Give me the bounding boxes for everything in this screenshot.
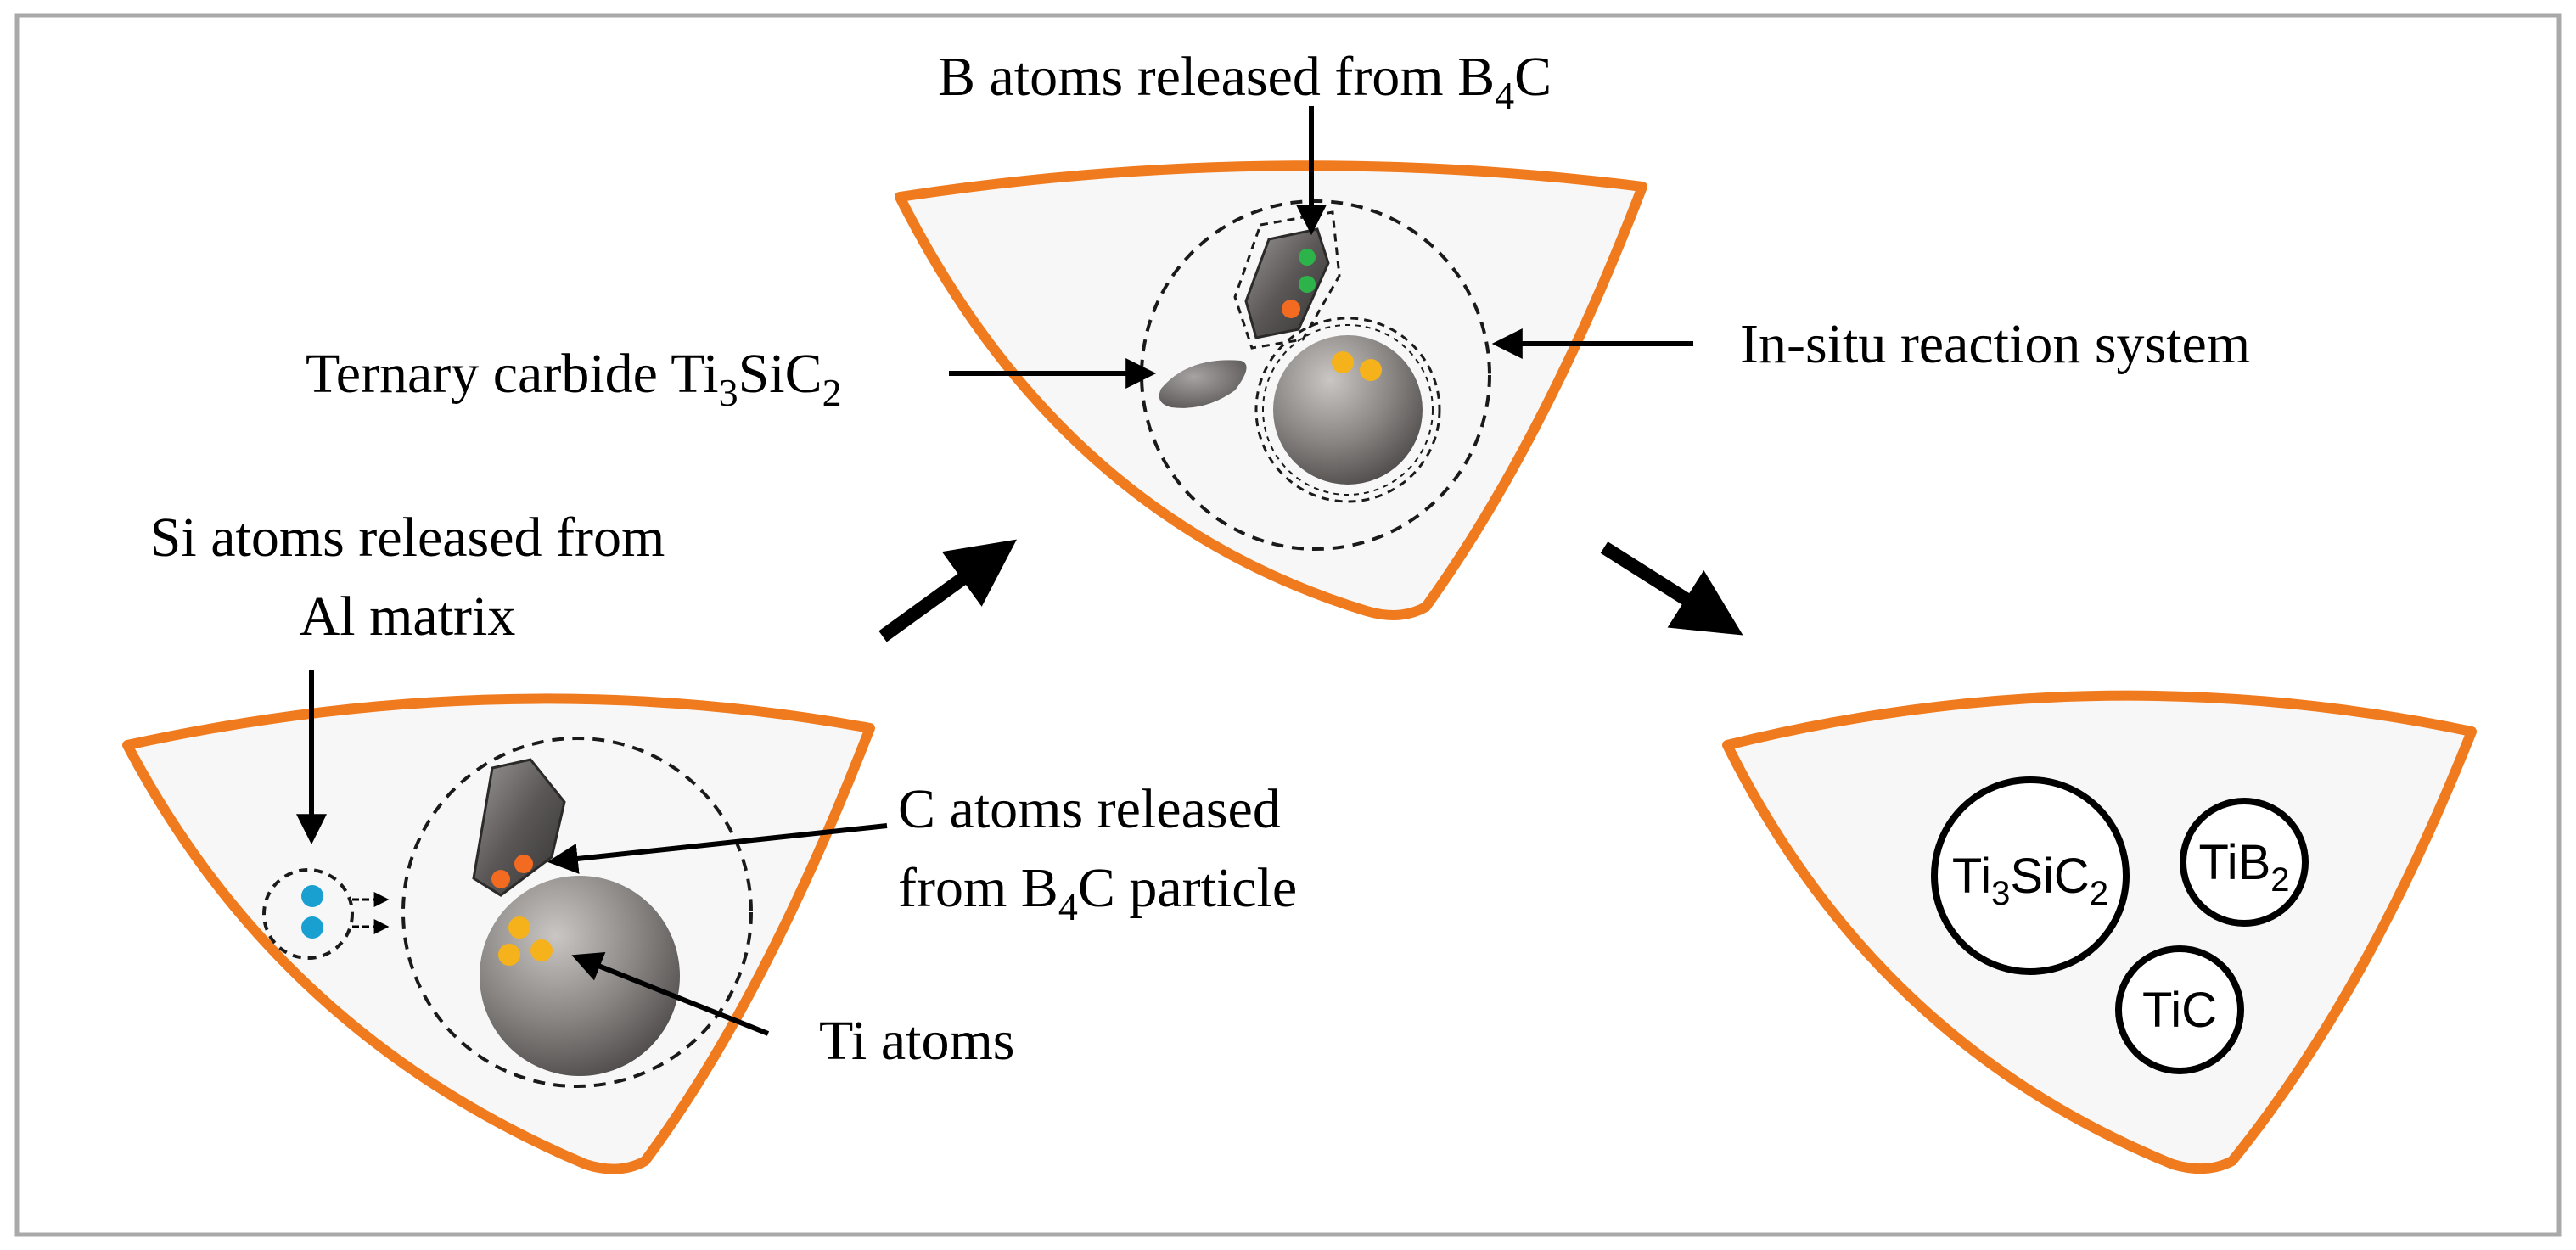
insitu-label: In-situ reaction system [1740,313,2250,375]
si-atoms-label-line2: Al matrix [300,586,516,647]
si-atom [301,885,323,907]
ti-particle [480,876,680,1076]
tic-label: TiC [2142,983,2217,1038]
tic-circle [2115,945,2244,1074]
b-atom [1299,276,1316,293]
ti-atoms-pointer [571,951,770,1036]
process-arrow-up [878,539,1017,642]
ti-atoms-label: Ti atoms [819,1010,1014,1072]
b-atom [1299,249,1316,266]
ti3sic2-label: Ti3SiC2 [1952,849,2108,912]
right-sector: Ti3SiC2 TiB2 TiC [1722,690,2477,1174]
si-zone-circle [262,868,354,960]
reaction-zone-circle [1140,199,1491,551]
reaction-zone-circle [401,737,753,1088]
ti-atom [1360,359,1382,381]
tib2-label: TiB2 [2198,835,2289,899]
ti-shell-inner [1262,324,1434,496]
si-atoms-label-line1: Si atoms released from [150,507,665,569]
ti3sic2-grain [1159,360,1247,408]
ti-atom [530,939,553,961]
process-arrow-down [1600,541,1743,636]
tib2-circle [2180,798,2309,927]
c-atoms-label-line1: C atoms released [898,778,1281,840]
matrix-sector [895,160,1647,620]
ti-shell [1254,317,1441,503]
ti-atom [1332,351,1354,373]
ti-atom [508,916,530,939]
b4c-shell [1233,210,1341,350]
si-atom [301,916,323,939]
ti-particle [1273,335,1423,485]
ti-atom [498,944,520,966]
b-atoms-label: B atoms released from B4C [938,46,1552,117]
c-atoms-label-line2: from B4C particle [898,857,1297,928]
c-atom [514,855,533,873]
c-atoms-pointer [547,823,888,874]
ternary-carbide-label: Ternary carbide Ti3SiC2 [306,343,842,414]
c-atom [1282,300,1300,318]
c-atom [491,870,510,888]
ti3sic2-circle [1931,776,2130,975]
